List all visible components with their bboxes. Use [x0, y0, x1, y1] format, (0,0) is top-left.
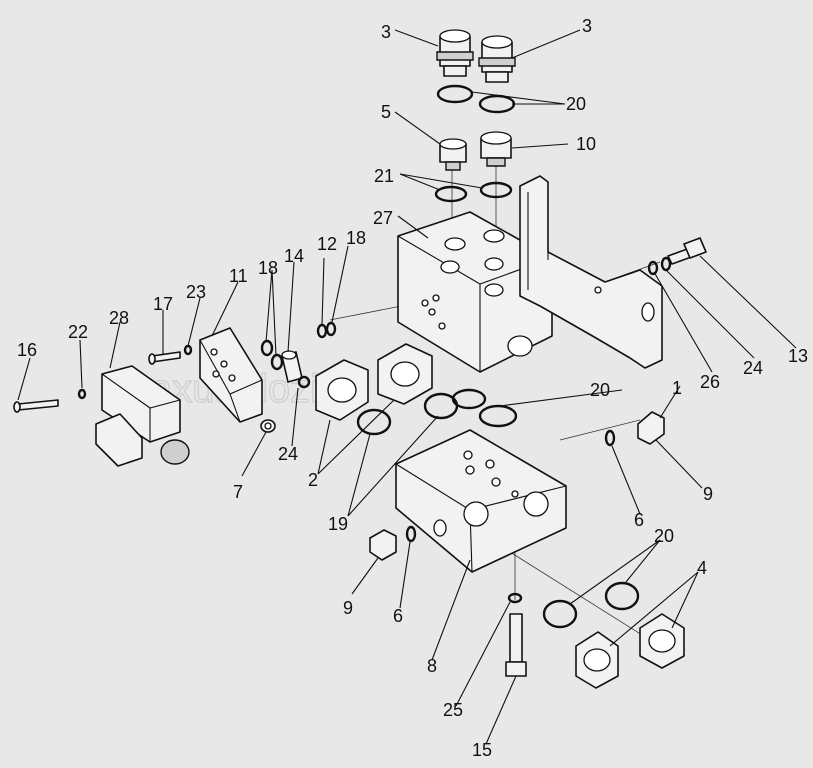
callout-20-lower: 20 [654, 526, 674, 546]
fitting-4-left [575, 631, 619, 689]
callout-25: 25 [443, 700, 463, 720]
small-rings-12-18 [260, 321, 337, 371]
callout-11: 11 [229, 266, 248, 286]
callout-26: 26 [700, 372, 720, 392]
bolt-17 [148, 344, 193, 365]
bolt-16 [13, 388, 87, 413]
callout-4: 4 [697, 558, 707, 578]
plug-7 [260, 419, 276, 433]
fitting-3-right [478, 35, 516, 83]
callout-24-right: 24 [743, 358, 763, 378]
callout-28: 28 [109, 308, 129, 328]
nipple-14 [281, 350, 311, 389]
callout-10: 10 [576, 134, 596, 154]
callout-3-left: 3 [381, 22, 391, 42]
o-ring-20-top [436, 84, 516, 114]
callout-27: 27 [373, 208, 393, 228]
callout-23: 23 [186, 282, 206, 302]
callout-labels: 1 2 3 3 4 5 6 6 7 8 9 9 10 11 12 13 14 1… [17, 16, 808, 760]
callout-20-top: 20 [566, 94, 586, 114]
bolt-13-washers [647, 237, 707, 276]
callout-15: 15 [472, 740, 492, 760]
callout-17: 17 [153, 294, 173, 314]
fitting-4-right [639, 613, 685, 669]
fitting-3-left [436, 29, 474, 77]
callout-24-left: 24 [278, 444, 298, 464]
adapter-10 [480, 131, 512, 167]
callout-19: 19 [328, 514, 348, 534]
mounting-bracket [519, 175, 663, 369]
callout-5: 5 [381, 102, 391, 122]
adapter-5 [439, 138, 467, 171]
callout-18-right: 18 [346, 228, 366, 248]
callout-9-left: 9 [343, 598, 353, 618]
callout-3-right: 3 [582, 16, 592, 36]
o-ring-21 [434, 181, 513, 203]
callout-20-middle: 20 [590, 380, 610, 400]
callout-21: 21 [374, 166, 394, 186]
callout-2: 2 [308, 470, 318, 490]
callout-6-left: 6 [393, 606, 403, 626]
plate-11 [199, 327, 263, 423]
leader-lines [17, 29, 797, 745]
bolt-15 [505, 592, 527, 677]
valve-block-8 [395, 429, 567, 573]
solenoid-valve-28 [95, 365, 190, 467]
callout-1: 1 [672, 378, 682, 398]
callout-13: 13 [788, 346, 808, 366]
flange-2-right [377, 343, 433, 405]
plug-9-right [604, 411, 665, 447]
callout-7: 7 [233, 482, 243, 502]
o-ring-20-lower [542, 581, 640, 629]
callout-16: 16 [17, 340, 37, 360]
callout-22: 22 [68, 322, 88, 342]
valve-block-27 [397, 211, 553, 373]
callout-6-right: 6 [634, 510, 644, 530]
callout-18-left: 18 [258, 258, 278, 278]
callout-8: 8 [427, 656, 437, 676]
o-ring-20-middle [451, 388, 518, 428]
callout-9-right: 9 [703, 484, 713, 504]
callout-14: 14 [284, 246, 304, 266]
flange-2-left [315, 359, 369, 421]
plug-9-left [369, 525, 417, 561]
callout-12: 12 [317, 234, 337, 254]
